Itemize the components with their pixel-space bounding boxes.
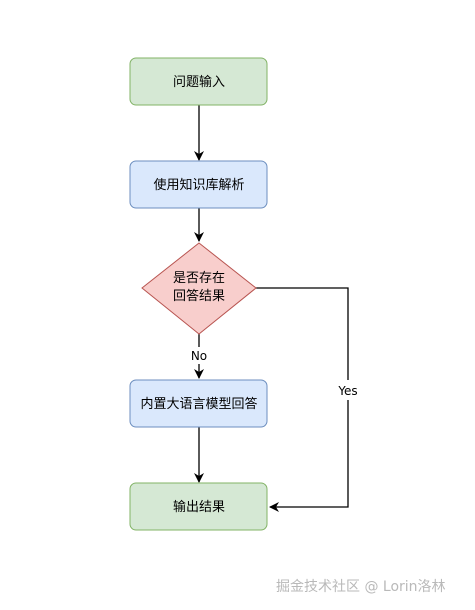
svg-text:是否存在: 是否存在 [173, 271, 225, 286]
node-output: 输出结果 [129, 482, 268, 531]
edge-decision-to-output-yes-1 [256, 287, 349, 380]
edge-label-no: No [191, 349, 207, 363]
svg-text:问题输入: 问题输入 [173, 74, 225, 90]
svg-text:回答结果: 回答结果 [173, 288, 225, 304]
edge-label-yes: Yes [337, 384, 357, 398]
svg-text:输出结果: 输出结果 [173, 499, 225, 515]
node-decision: 是否存在 回答结果 [141, 242, 257, 335]
edge-decision-to-output-yes-2 [269, 400, 349, 512]
node-kb-parse: 使用知识库解析 [129, 160, 268, 209]
svg-text:内置大语言模型回答: 内置大语言模型回答 [140, 396, 257, 412]
svg-text:使用知识库解析: 使用知识库解析 [153, 177, 244, 193]
watermark-text: 掘金技术社区 @ Lorin洛林 [276, 579, 446, 595]
node-llm-answer: 内置大语言模型回答 [129, 379, 268, 428]
node-question-input: 问题输入 [129, 57, 268, 106]
